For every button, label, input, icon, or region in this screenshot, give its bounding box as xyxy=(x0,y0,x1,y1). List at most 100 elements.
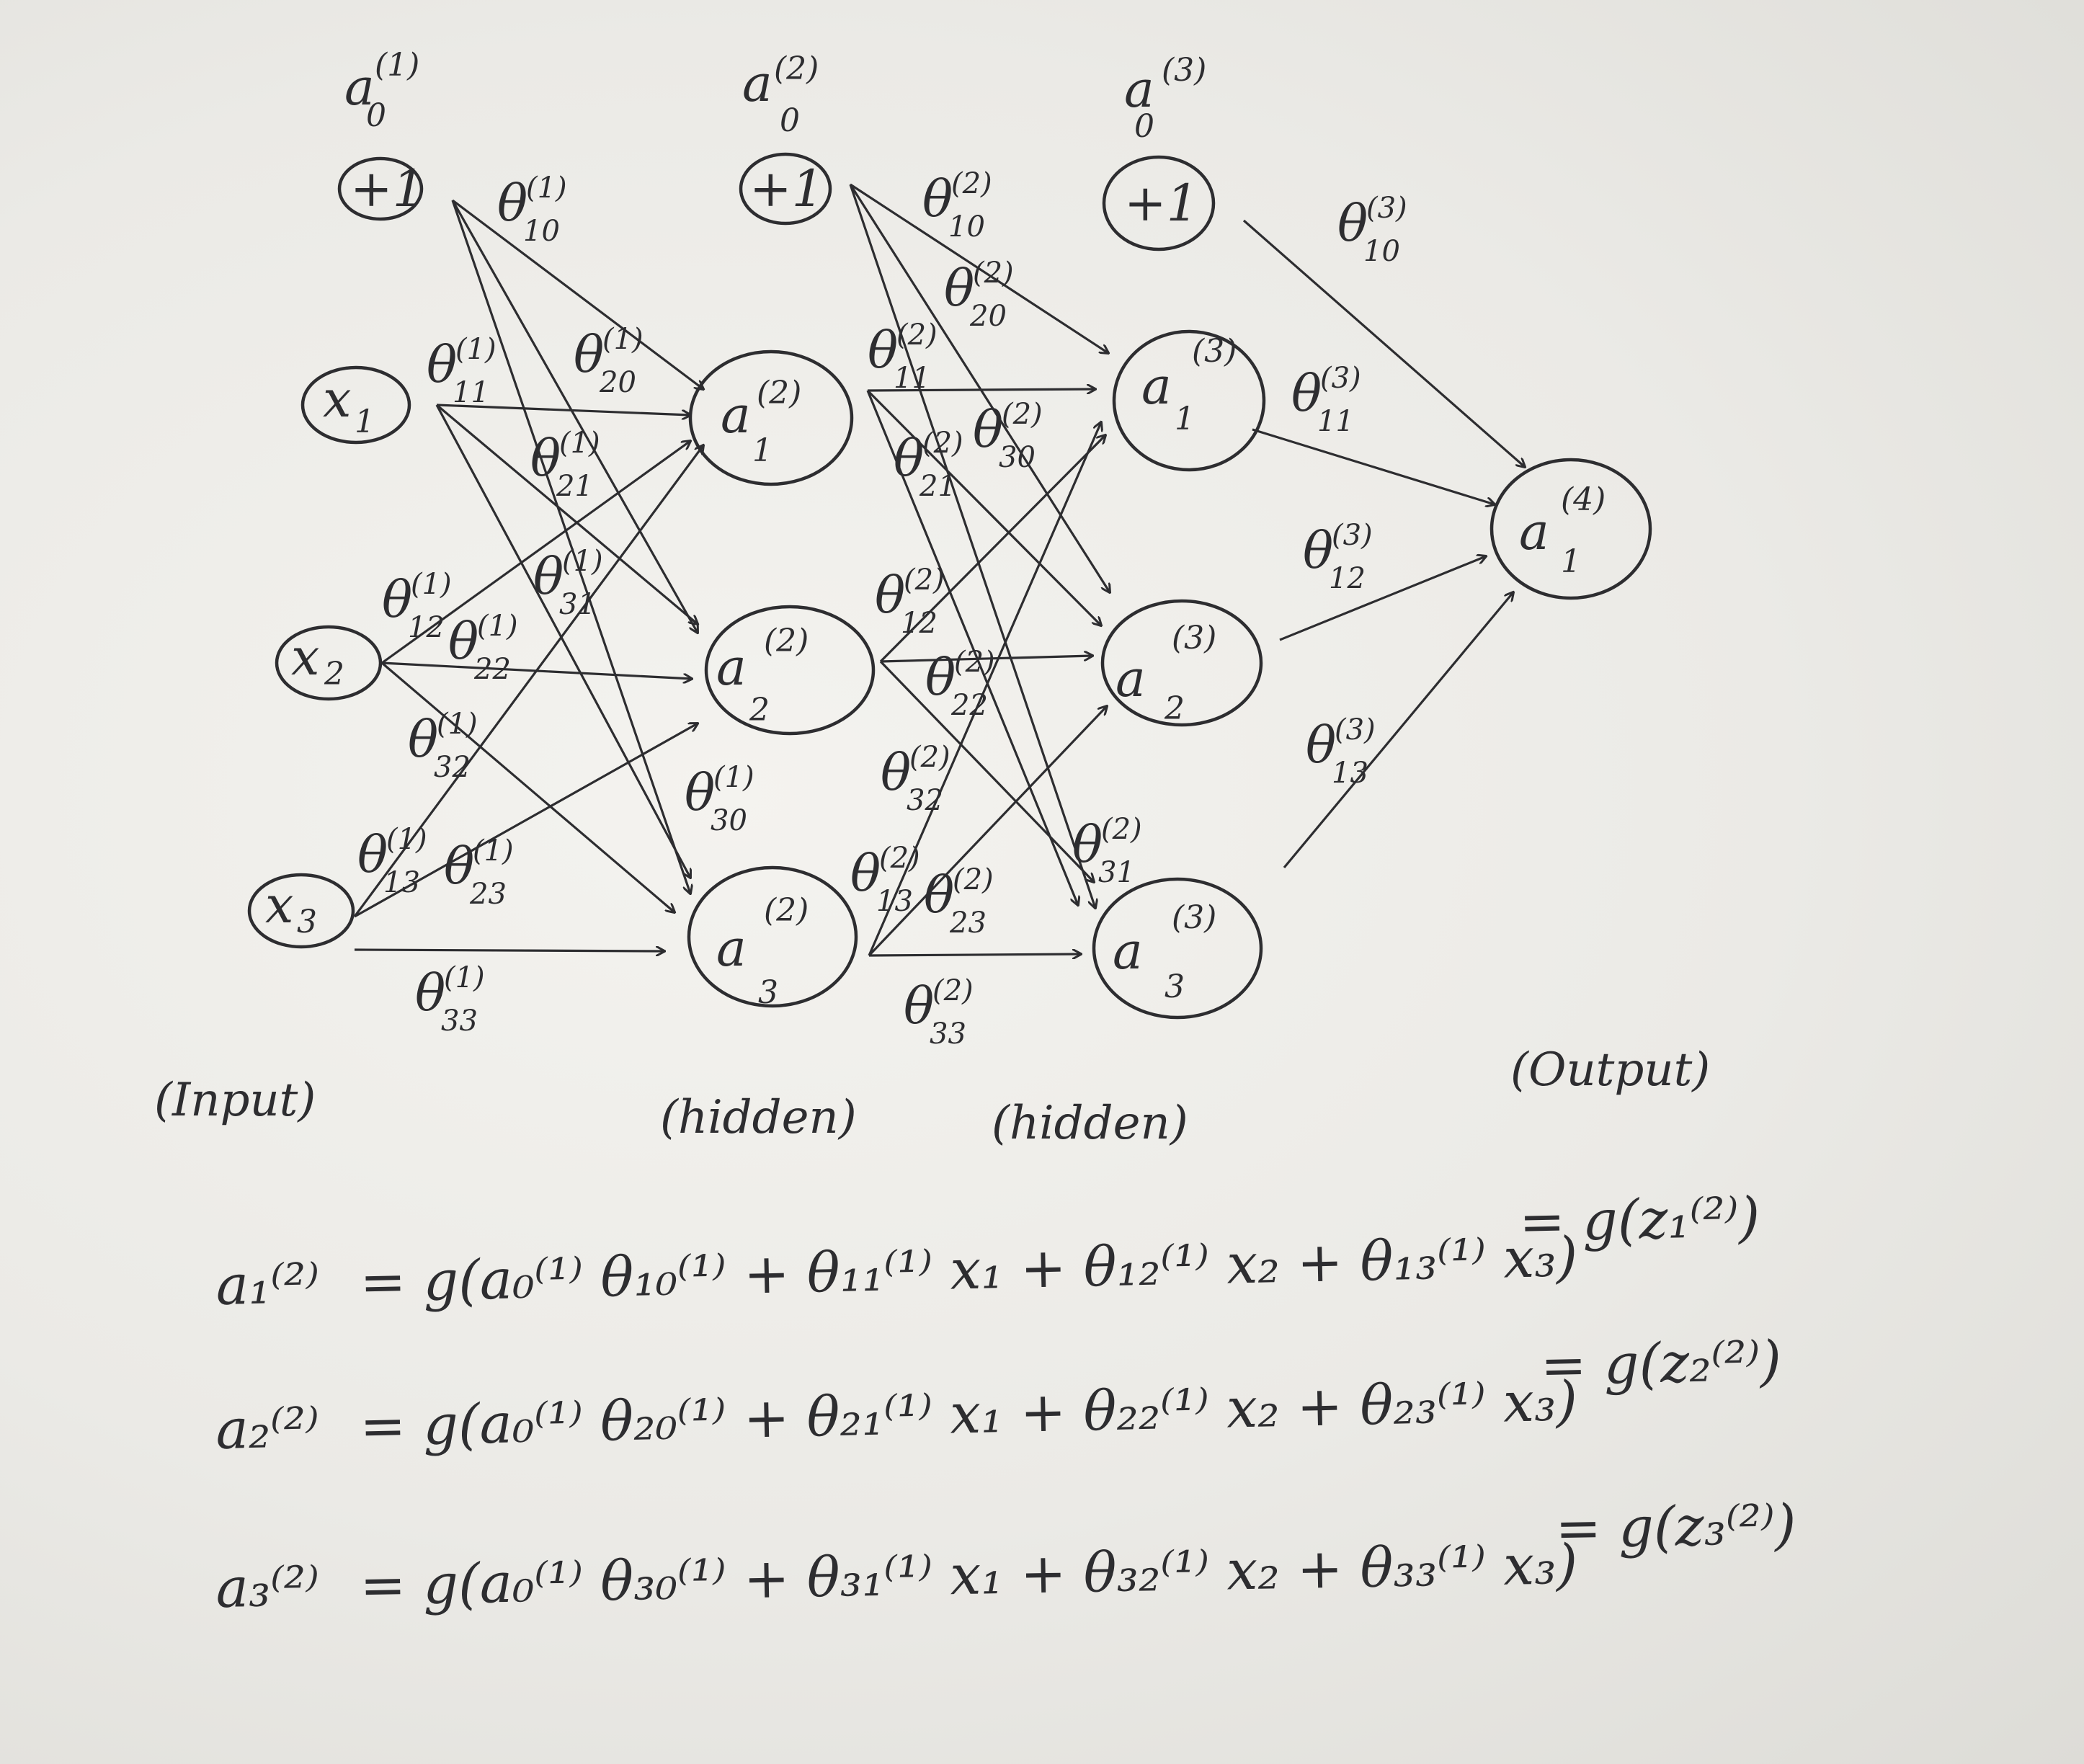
weight-subscript: 30 xyxy=(999,441,1036,474)
node-circle xyxy=(1489,458,1652,600)
h2-bias-sup: (3) xyxy=(1162,52,1206,89)
connection-arrow xyxy=(849,184,1095,908)
weight-superscript: (1) xyxy=(713,761,754,794)
weight-superscript: (2) xyxy=(904,564,945,597)
connection-arrow xyxy=(435,404,690,878)
equation-a2-result: = g(z₂⁽²⁾) xyxy=(1540,1328,1782,1397)
h2-bias-sub: 0 xyxy=(1134,108,1154,145)
theta-symbol: θ xyxy=(382,570,412,629)
weight-superscript: (1) xyxy=(437,708,478,741)
layer-caption-input: (Input) xyxy=(154,1074,316,1127)
theta-symbol: θ xyxy=(1303,521,1333,580)
equation-a1-rhs: = g(a₀⁽¹⁾ θ₁₀⁽¹⁾ + θ₁₁⁽¹⁾ x₁ + θ₁₂⁽¹⁾ x₂… xyxy=(360,1224,1578,1314)
weight-subscript: 21 xyxy=(556,470,593,503)
weight-subscript: 12 xyxy=(408,611,445,644)
hidden2-node-a1: a (3) 1 xyxy=(1112,329,1266,472)
weight-label-l1-22: θ(1)22 xyxy=(448,610,518,686)
weight-label-l1-31: θ(1)31 xyxy=(533,545,603,621)
h1-bias-sup: (2) xyxy=(774,50,819,87)
theta-symbol: θ xyxy=(448,612,478,671)
weight-subscript: 11 xyxy=(453,376,489,409)
weight-subscript: 23 xyxy=(949,906,987,940)
equation-a2-rhs: = g(a₀⁽¹⁾ θ₂₀⁽¹⁾ + θ₂₁⁽¹⁾ x₁ + θ₂₂⁽¹⁾ x₂… xyxy=(359,1368,1577,1458)
node-circle xyxy=(739,152,832,226)
connection-arrow xyxy=(435,404,698,624)
weight-label-l2-23: θ(2)23 xyxy=(924,863,994,940)
theta-symbol: θ xyxy=(408,710,438,769)
weight-label-l3-10: θ(3)10 xyxy=(1337,192,1407,268)
layer-caption-hidden-2: (hidden) xyxy=(992,1097,1188,1150)
connection-arrow xyxy=(866,389,1101,625)
h2-bias-head: a xyxy=(1124,60,1154,119)
theta-symbol: θ xyxy=(881,743,911,802)
theta-symbol: θ xyxy=(904,976,934,1035)
weight-superscript: (2) xyxy=(1101,813,1142,846)
theta-symbol: θ xyxy=(574,325,604,384)
weight-subscript: 10 xyxy=(523,215,560,248)
weight-subscript: 21 xyxy=(919,470,956,503)
h1-a2-sub: 2 xyxy=(749,692,770,729)
weight-subscript: 33 xyxy=(441,1004,478,1038)
theta-symbol: θ xyxy=(533,547,564,606)
weight-subscript: 11 xyxy=(894,362,930,395)
weight-superscript: (1) xyxy=(411,568,452,601)
equation-a1-lhs: a₁⁽²⁾ xyxy=(215,1251,320,1317)
weight-superscript: (2) xyxy=(879,842,920,875)
weight-subscript: 33 xyxy=(930,1017,966,1051)
node-circle xyxy=(1092,877,1263,1020)
weight-label-l2-20: θ(2)20 xyxy=(944,257,1014,333)
x2-letter: x xyxy=(291,628,319,687)
theta-symbol: θ xyxy=(894,429,924,488)
weight-subscript: 12 xyxy=(901,607,938,640)
layer-caption-hidden-1: (hidden) xyxy=(660,1091,857,1144)
weight-label-l3-12: θ(3)12 xyxy=(1303,519,1373,595)
weight-subscript: 20 xyxy=(969,300,1007,333)
x3-letter: x xyxy=(265,876,293,935)
input-node-x2: x 2 xyxy=(275,625,383,701)
weight-subscript: 31 xyxy=(559,588,596,621)
node-circle xyxy=(1100,599,1263,727)
h1-a2-letter: a xyxy=(716,638,747,697)
weight-subscript: 20 xyxy=(599,366,636,399)
weight-superscript: (3) xyxy=(1320,362,1361,395)
theta-symbol: θ xyxy=(497,174,527,233)
weight-subscript: 10 xyxy=(948,210,985,244)
weight-label-l1-11: θ(1)11 xyxy=(427,333,496,409)
equation-a2-lhs: a₂⁽²⁾ xyxy=(215,1395,320,1461)
weight-subscript: 22 xyxy=(473,653,511,686)
theta-symbol: θ xyxy=(415,963,445,1023)
hidden1-node-a3: a (2) 3 xyxy=(687,865,858,1011)
weight-label-l2-30: θ(2)30 xyxy=(973,398,1043,474)
h2-a2-sub: 2 xyxy=(1164,690,1185,727)
h2-a3-sub: 3 xyxy=(1165,968,1185,1005)
theta-symbol: θ xyxy=(427,335,457,394)
theta-symbol: θ xyxy=(850,844,881,903)
weight-superscript: (2) xyxy=(973,257,1014,290)
weight-subscript: 13 xyxy=(1332,757,1368,790)
weight-superscript: (3) xyxy=(1335,713,1376,747)
equation-a2: a₂⁽²⁾ = g(a₀⁽¹⁾ θ₂₀⁽¹⁾ + θ₂₁⁽¹⁾ x₁ + θ₂₂… xyxy=(215,1328,1782,1461)
theta-symbol: θ xyxy=(922,169,953,228)
weight-superscript: (2) xyxy=(909,741,950,774)
weight-superscript: (2) xyxy=(922,427,963,460)
weight-superscript: (2) xyxy=(896,318,938,352)
out-letter: a xyxy=(1519,502,1549,561)
node-circle xyxy=(1112,329,1266,472)
weight-label-l3-13: θ(3)13 xyxy=(1306,713,1376,790)
node-circle xyxy=(275,625,383,701)
connection-arrow xyxy=(381,441,690,664)
theta-symbol: θ xyxy=(973,400,1003,459)
theta-symbol: θ xyxy=(444,837,474,896)
weight-subscript: 12 xyxy=(1329,562,1366,595)
weight-label-l2-10: θ(2)10 xyxy=(922,167,992,244)
weight-superscript: (1) xyxy=(602,323,644,356)
connection-arrow xyxy=(354,950,664,951)
node-circle xyxy=(300,365,411,445)
h1-a1-sub: 1 xyxy=(752,432,772,469)
connection-arrows xyxy=(353,183,1525,956)
h2-a1-letter: a xyxy=(1141,357,1172,416)
h2-a2-letter: a xyxy=(1116,649,1146,708)
x1-sub: 1 xyxy=(355,404,375,440)
h2-bias-inside: +1 xyxy=(1124,174,1198,233)
